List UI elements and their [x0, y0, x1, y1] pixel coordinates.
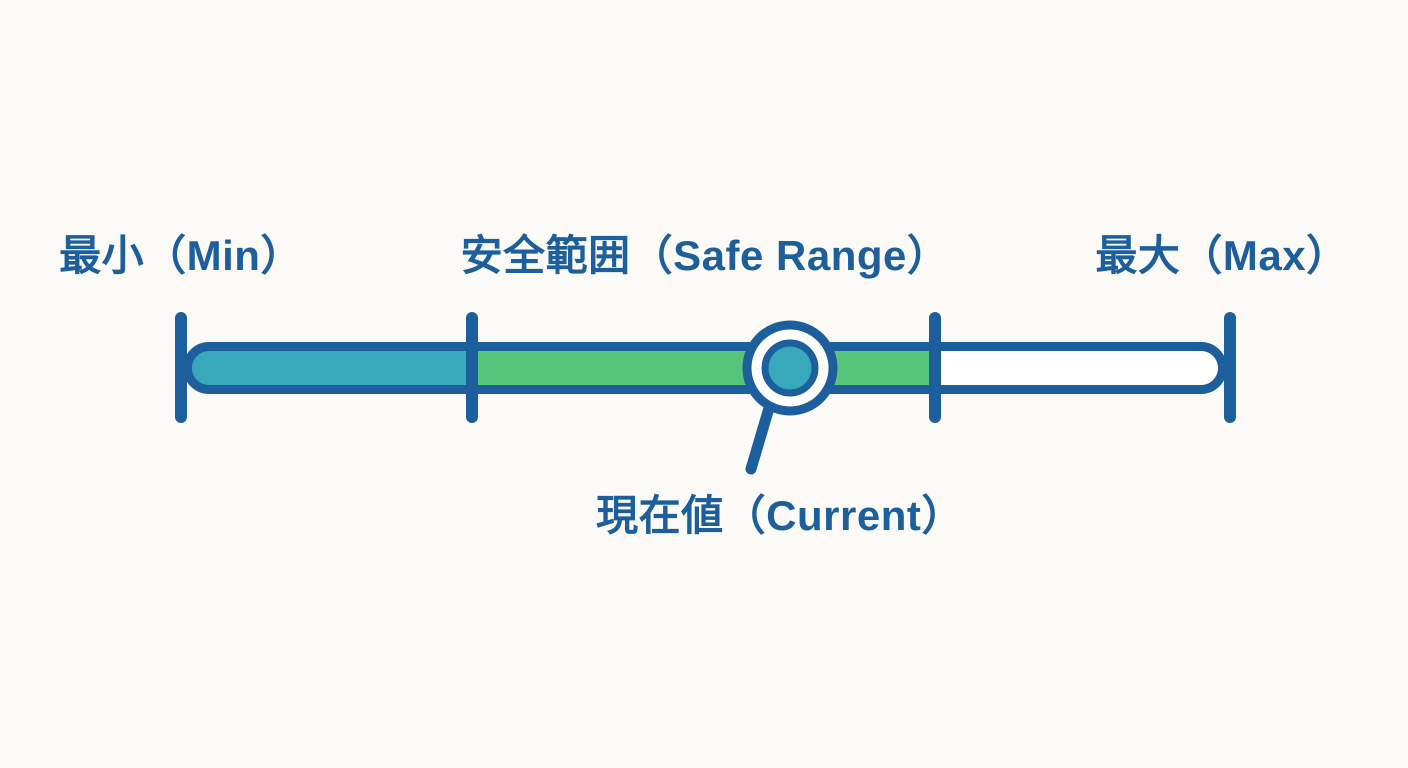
slider-handle[interactable] — [742, 320, 838, 416]
safe-range-label: 安全範囲（Safe Range） — [461, 232, 950, 279]
slider-handle-inner-dot[interactable] — [761, 339, 819, 397]
max-label: 最大（Max） — [1095, 232, 1348, 279]
current-value-pointer-line — [745, 402, 775, 475]
track-fill-safe-range — [472, 346, 935, 390]
track-fill-lower-segment — [187, 346, 472, 390]
current-value-label: 現在値（Current） — [596, 492, 964, 539]
track-outline — [183, 342, 1227, 394]
min-label: 最小（Min） — [59, 232, 303, 279]
